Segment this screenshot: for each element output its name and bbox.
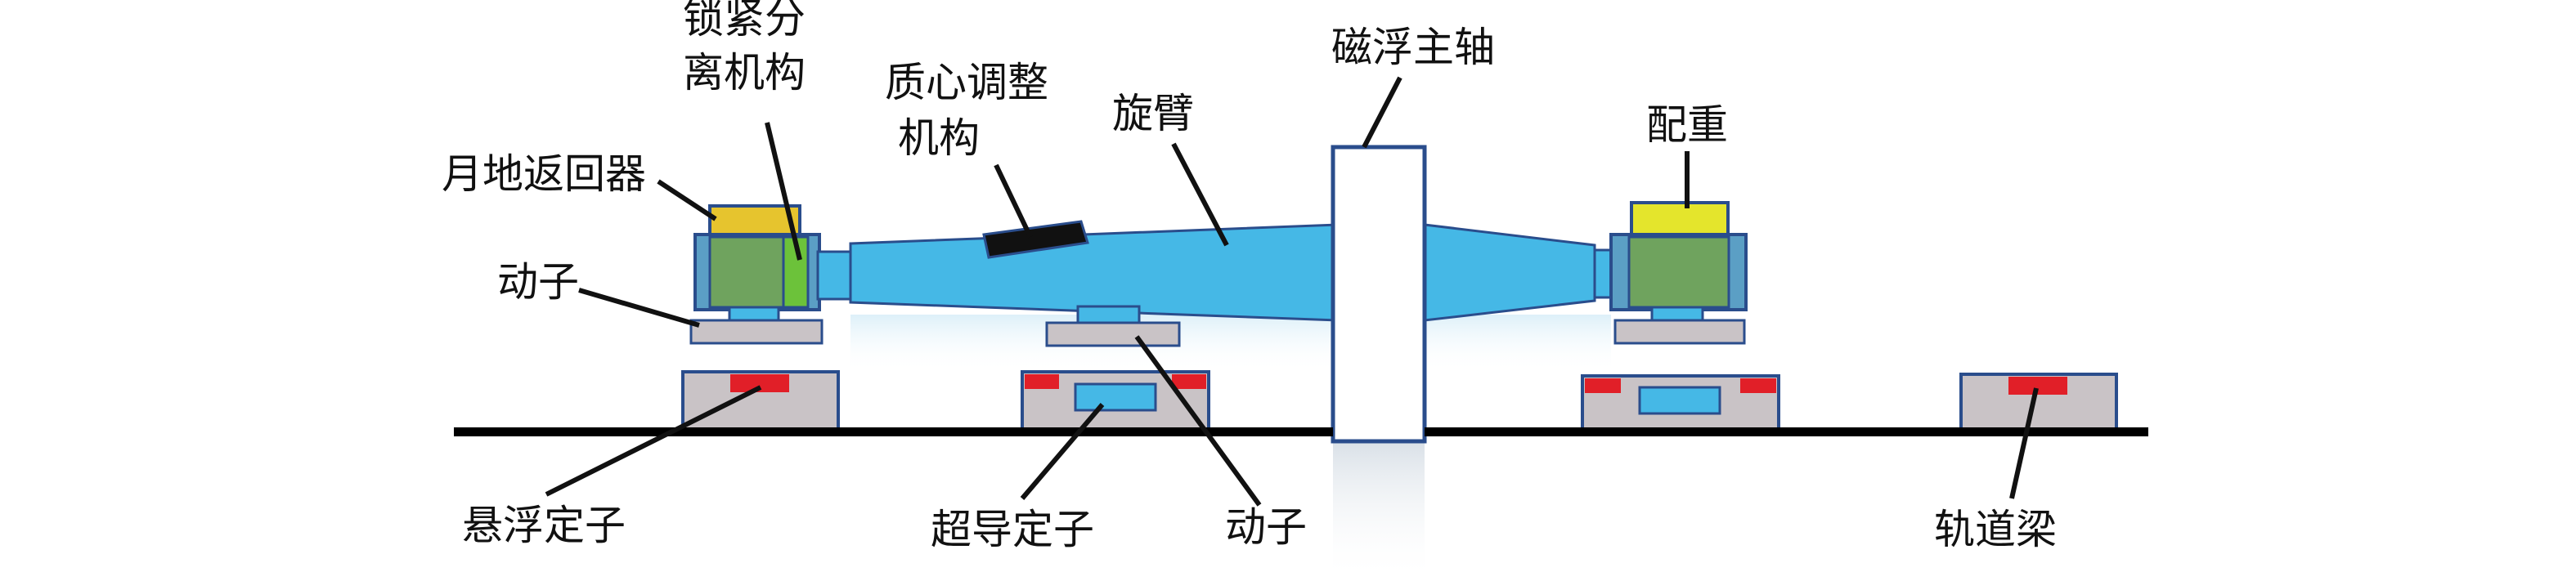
rail-left xyxy=(454,427,1333,436)
label-rotor-bottom: 动子 xyxy=(1225,503,1307,551)
leader-track-beam xyxy=(2009,387,2039,499)
levitation-stator xyxy=(681,370,840,432)
counterweight-assembly xyxy=(1593,201,1748,345)
label-levitation-stator: 悬浮定子 xyxy=(462,502,626,549)
label-centroid-adjust-2: 机构 xyxy=(898,114,980,162)
leader-rotor-left xyxy=(578,288,700,328)
leader-earth-return-vehicle xyxy=(657,179,717,221)
leader-lock-separation xyxy=(765,122,802,261)
label-track-beam: 轨道梁 xyxy=(1934,506,2057,553)
label-centroid-adjust-1: 质心调整 xyxy=(885,59,1048,106)
maglev-spindle xyxy=(1331,145,1427,444)
label-earth-return-vehicle: 月地返回器 xyxy=(442,150,646,198)
label-lock-separation-2: 离机构 xyxy=(683,49,806,96)
leader-levitation-stator xyxy=(545,385,762,497)
earth-return-vehicle-assembly xyxy=(689,204,854,345)
label-rotating-arm: 旋臂 xyxy=(1112,90,1194,137)
levitation-stator-coil xyxy=(730,374,789,392)
leader-rotating-arm xyxy=(1171,142,1229,247)
leader-centroid-adjust xyxy=(994,163,1033,239)
track-beam-stator xyxy=(1959,373,2118,435)
maglev-spindle-reflection xyxy=(1333,441,1425,581)
label-rotor-left: 动子 xyxy=(497,258,579,306)
leader-maglev-spindle xyxy=(1362,76,1402,149)
right-rotor xyxy=(1613,319,1746,345)
label-counterweight: 配重 xyxy=(1646,101,1728,149)
label-superconducting-stator: 超导定子 xyxy=(931,506,1094,553)
label-lock-separation-1: 锁紧分 xyxy=(683,0,806,42)
leader-superconducting-stator xyxy=(1020,403,1105,500)
right-body-inner xyxy=(1627,235,1730,309)
left-rotor xyxy=(689,319,824,345)
arm-reflection xyxy=(850,315,1611,372)
middle-rotor xyxy=(1045,321,1181,347)
rail-right xyxy=(1425,427,2148,436)
left-rotor-link xyxy=(728,306,780,322)
left-connector xyxy=(816,250,854,301)
right-stator xyxy=(1581,374,1780,433)
label-maglev-spindle: 磁浮主轴 xyxy=(1331,24,1495,71)
superconducting-stator-core xyxy=(1074,382,1157,412)
leader-rotor-bottom xyxy=(1134,335,1262,507)
rotating-arm-right xyxy=(1423,223,1596,322)
superconducting-stator xyxy=(1021,370,1210,432)
lock-separation-mechanism xyxy=(782,235,810,309)
centroid-adjustment-mechanism xyxy=(982,220,1089,259)
right-rotor-link xyxy=(1650,306,1704,322)
